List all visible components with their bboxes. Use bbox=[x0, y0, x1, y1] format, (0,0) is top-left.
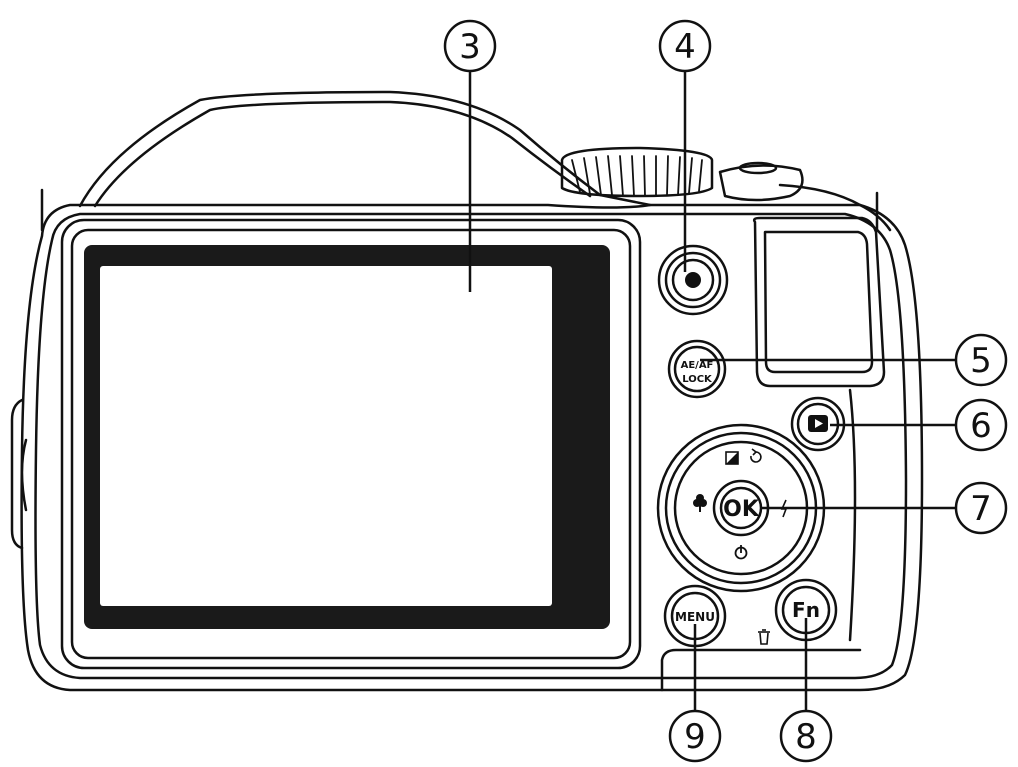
self-timer-icon bbox=[734, 545, 748, 560]
callout-label-6: 6 bbox=[970, 406, 992, 446]
menu-label: MENU bbox=[675, 610, 715, 624]
callout-circle-4 bbox=[658, 19, 712, 73]
callout-circle-7 bbox=[954, 481, 1008, 535]
mode-dial-knurling bbox=[571, 155, 703, 197]
ok-label: OK bbox=[723, 497, 760, 522]
ae-af-lock-button-inner bbox=[673, 345, 721, 393]
record-button-ring-outer[interactable] bbox=[657, 244, 729, 316]
callout-circle-8 bbox=[779, 709, 833, 763]
callout-circle-3 bbox=[443, 19, 497, 73]
shutter-button bbox=[738, 161, 778, 175]
lock-label: LOCK bbox=[682, 374, 713, 385]
callout-label-9: 9 bbox=[684, 717, 706, 757]
viewfinder-window bbox=[763, 230, 874, 374]
lcd-frame-inner bbox=[70, 228, 632, 660]
camera-top-hump-inner bbox=[93, 100, 592, 208]
macro-flower-icon bbox=[693, 494, 707, 512]
record-button-ring-core bbox=[671, 258, 715, 302]
body-lower-step bbox=[660, 648, 862, 692]
lcd-frame-outer bbox=[60, 218, 642, 670]
trash-icon bbox=[758, 629, 770, 645]
callout-label-3: 3 bbox=[459, 27, 481, 67]
ae-af-label: AE/AF bbox=[681, 360, 714, 371]
exposure-compensation-icon bbox=[725, 451, 739, 465]
camera-body-inner-outline bbox=[34, 212, 908, 680]
side-port-flap bbox=[10, 398, 24, 550]
lcd-screen bbox=[100, 266, 552, 606]
callout-label-4: 4 bbox=[674, 27, 696, 67]
callout-circle-5 bbox=[954, 333, 1008, 387]
callout-circle-9 bbox=[668, 709, 722, 763]
side-port-flap-detail bbox=[20, 438, 28, 512]
camera-right-shoulder bbox=[778, 183, 892, 232]
callout-label-8: 8 bbox=[795, 717, 817, 757]
playback-icon bbox=[808, 415, 828, 432]
viewfinder-eyecup bbox=[752, 216, 886, 388]
callout-label-7: 7 bbox=[970, 489, 992, 529]
shutter-area bbox=[718, 164, 804, 202]
camera-top-hump bbox=[78, 90, 652, 208]
callout-label-5: 5 bbox=[970, 341, 992, 381]
grip-right-edge bbox=[848, 388, 857, 642]
rotate-icon bbox=[750, 448, 762, 463]
camera-body-outline bbox=[20, 203, 924, 692]
ae-af-lock-button[interactable] bbox=[667, 339, 727, 399]
callout-circle-6 bbox=[954, 398, 1008, 452]
record-button-ring-inner bbox=[664, 251, 722, 309]
record-dot-icon bbox=[685, 272, 701, 288]
